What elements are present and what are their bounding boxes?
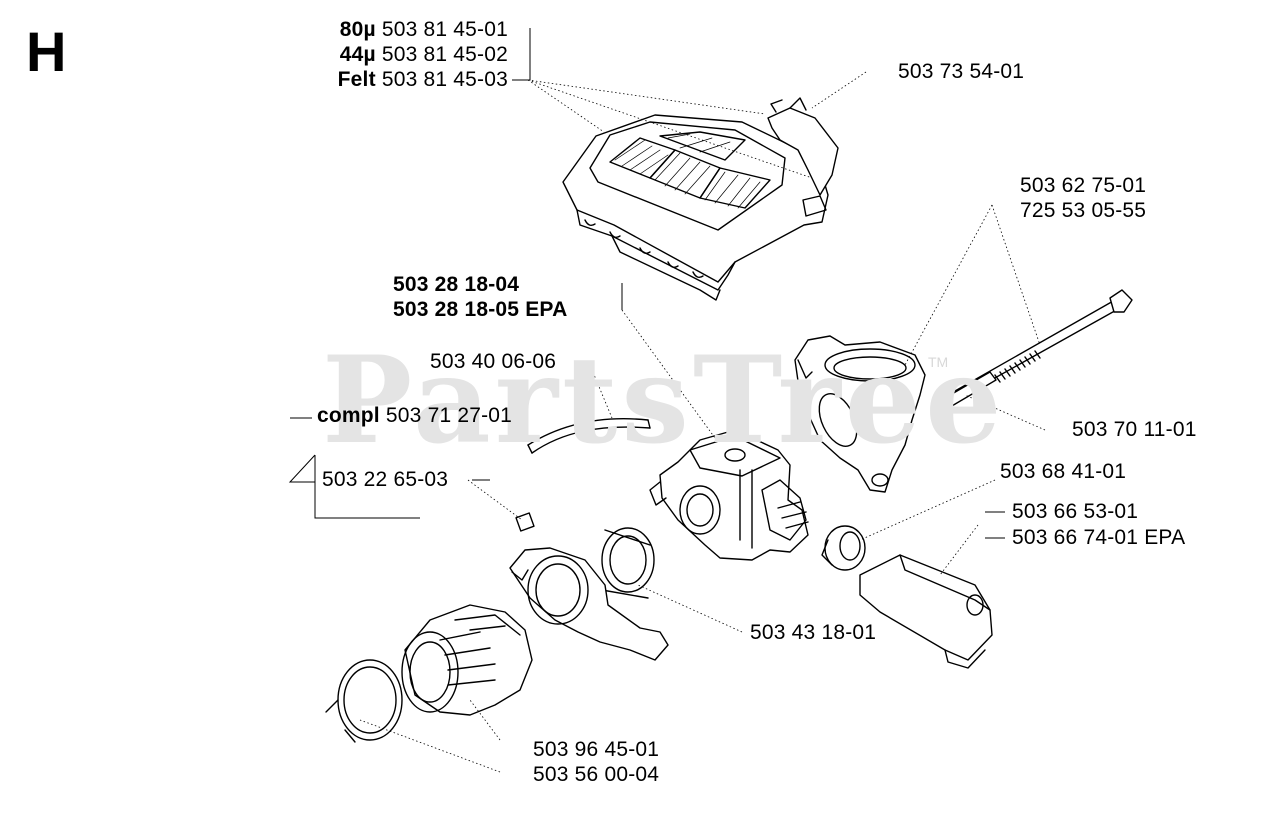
label-bracket-a: 503 66 53-01 [1012, 500, 1139, 523]
fuel-hose [527, 418, 651, 454]
label-carb-main: 503 28 18-04 [393, 273, 520, 296]
label-boot-b: 503 56 00-04 [533, 763, 660, 786]
pin [937, 371, 997, 411]
label-bracket-b: 503 66 74-01 EPA [1012, 526, 1186, 549]
label-filter-44: 44µ 503 81 45-02 [339, 43, 508, 66]
choke-bracket [859, 554, 993, 669]
label-plug: 503 68 41-01 [1000, 460, 1127, 483]
carburetor [649, 429, 809, 561]
label-intake-ring: 503 43 18-01 [750, 621, 877, 644]
watermark: PartsTree [322, 330, 1006, 471]
label-carb-epa: 503 28 18-05 EPA [393, 298, 568, 321]
label-bolt-b: 725 53 05-55 [1020, 199, 1147, 222]
adapter-flange [509, 512, 669, 661]
label-boot-a: 503 96 45-01 [533, 738, 660, 761]
intake-manifold [794, 335, 926, 493]
hose-clamp [325, 659, 403, 743]
watermark-trademark: TM [928, 354, 949, 370]
plug [821, 525, 866, 571]
intake-ring [601, 527, 655, 599]
label-filter-80: 80µ 503 81 45-01 [339, 18, 508, 41]
intake-boot [401, 604, 533, 716]
section-letter: H [26, 20, 67, 83]
air-filter-cover [562, 114, 829, 301]
label-adapter: 503 22 65-03 [322, 468, 449, 491]
label-filter-felt: Felt 503 81 45-03 [337, 68, 508, 91]
cover-bracket [767, 97, 839, 196]
label-hose: 503 40 06-06 [430, 350, 557, 373]
label-cover-bracket: 503 73 54-01 [898, 60, 1025, 83]
label-pin: 503 70 11-01 [1072, 418, 1197, 441]
label-bolt-a: 503 62 75-01 [1020, 174, 1147, 197]
label-compl: compl 503 71 27-01 [317, 404, 513, 427]
